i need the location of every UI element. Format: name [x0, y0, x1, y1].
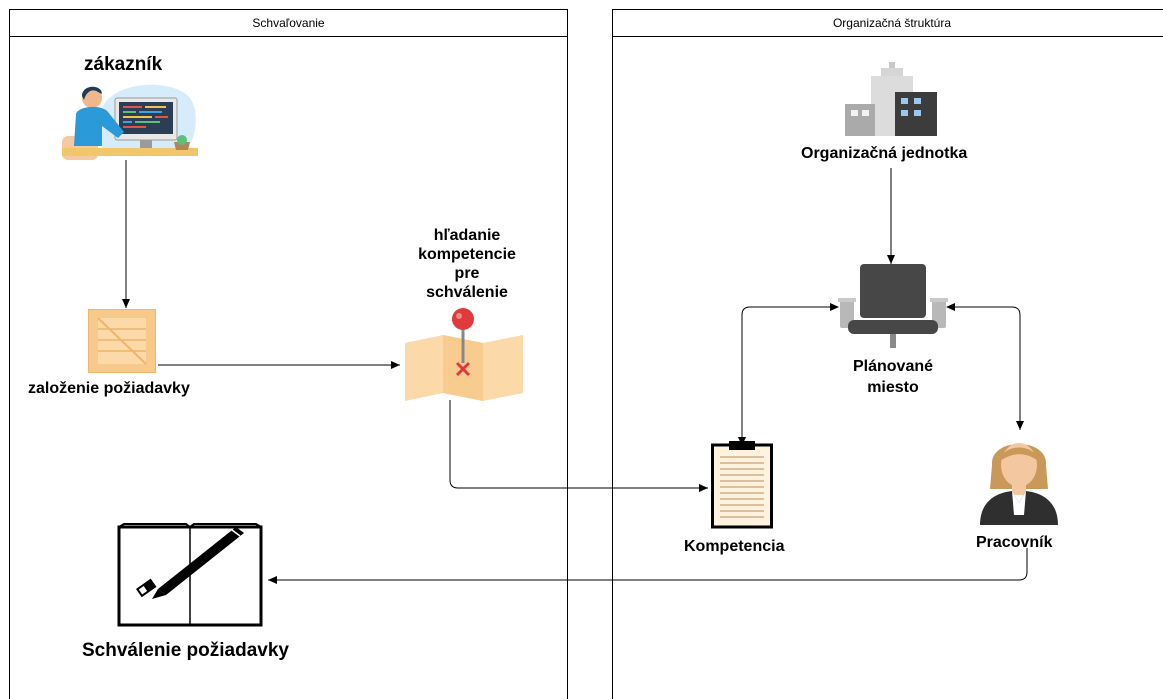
developer-at-desk-icon[interactable] [62, 78, 202, 162]
edge-search-to-competence [449, 400, 708, 492]
lane-title-organizacna-struktura: Organizačná štruktúra [613, 10, 1163, 37]
label-worker: Pracovník [976, 534, 1053, 551]
label-search-line-3: pre [454, 265, 480, 282]
wooden-crate-icon[interactable] [88, 309, 156, 373]
label-create-request: založenie požiadavky [28, 380, 190, 397]
office-buildings-icon[interactable] [843, 62, 939, 136]
edge-position-competence [738, 303, 839, 446]
office-chair-icon[interactable] [838, 262, 948, 348]
lane-organizacna-struktura: Organizačná štruktúra [612, 9, 1163, 699]
open-book-pen-icon[interactable] [116, 521, 266, 629]
label-org-unit: Organizačná jednotka [801, 145, 968, 162]
edge-position-worker [946, 303, 1024, 430]
label-position-line-1: Plánované [852, 358, 934, 375]
lane-schvalovanie: Schvaľovanie [9, 9, 568, 699]
edge-worker-to-approval [268, 548, 1028, 584]
label-position: Plánované miesto [845, 356, 941, 398]
label-position-line-2: miesto [867, 379, 919, 396]
map-pin-icon[interactable] [403, 307, 525, 403]
label-competence: Kompetencia [684, 538, 785, 555]
clipboard-document-icon[interactable] [711, 441, 773, 529]
label-search-competence: hľadanie kompetencie pre schválenie [405, 226, 529, 302]
label-approval: Schválenie požiadavky [82, 640, 289, 661]
woman-worker-icon[interactable] [978, 431, 1060, 525]
lane-title-schvalovanie: Schvaľovanie [10, 10, 567, 37]
label-search-line-4: schválenie [426, 284, 508, 301]
label-search-line-1: hľadanie [433, 227, 501, 244]
label-customer: zákazník [84, 54, 163, 75]
label-search-line-2: kompetencie [418, 246, 516, 263]
